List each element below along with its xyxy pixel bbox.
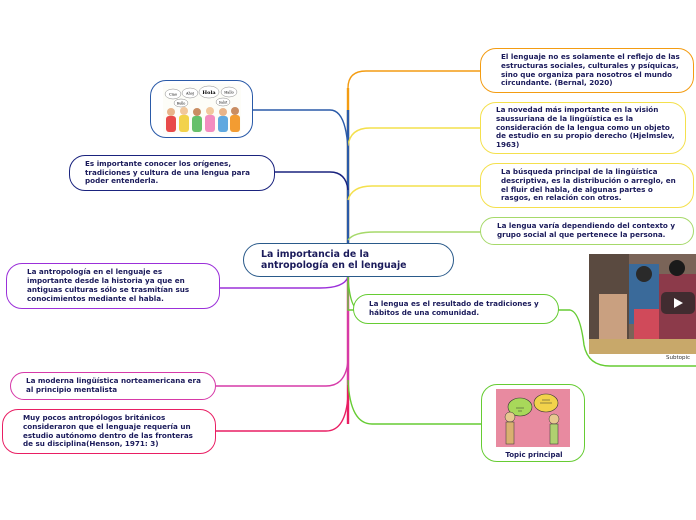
- right-topic-2[interactable]: La novedad más importante en la visión s…: [480, 102, 686, 154]
- play-icon: [674, 298, 683, 308]
- right-topic-5[interactable]: La lengua es el resultado de tradiciones…: [353, 294, 559, 324]
- right-topic-1-text: El lenguaje no es solamente el reflejo d…: [501, 51, 680, 88]
- topic-principal-node[interactable]: Topic principal: [481, 384, 585, 462]
- greeting-word-6: Salut: [219, 101, 228, 105]
- central-topic[interactable]: La importancia de la antropología en el …: [243, 243, 454, 277]
- greeting-word-4: Hallo: [224, 91, 234, 95]
- video-subtopic-caption: Subtopic: [666, 355, 691, 361]
- right-topic-4-text: La lengua varía dependiendo del contexto…: [497, 221, 676, 239]
- left-topic-4-text: Muy pocos antropólogos británicos consid…: [23, 412, 193, 449]
- left-topic-2[interactable]: La antropología en el lenguaje es import…: [6, 263, 220, 309]
- left-topic-3-text: La moderna lingüística norteamericana er…: [26, 376, 201, 394]
- left-topic-2-text: La antropología en el lenguaje es import…: [27, 267, 190, 303]
- left-topic-4[interactable]: Muy pocos antropólogos británicos consid…: [2, 409, 216, 454]
- greeting-word-2: Ahoj: [185, 92, 194, 96]
- right-topic-1[interactable]: El lenguaje no es solamente el reflejo d…: [480, 48, 694, 93]
- left-topic-1[interactable]: Es importante conocer los orígenes, trad…: [69, 155, 275, 191]
- greeting-word-1: Ciao: [169, 93, 177, 97]
- left-topic-1-text: Es importante conocer los orígenes, trad…: [85, 158, 250, 186]
- right-topic-5-text: La lengua es el resultado de tradiciones…: [369, 299, 539, 317]
- topic-principal-caption: Topic principal: [505, 451, 563, 459]
- right-topic-4[interactable]: La lengua varía dependiendo del contexto…: [480, 217, 694, 245]
- right-topic-3[interactable]: La búsqueda principal de la lingüística …: [480, 163, 694, 208]
- video-subtopic-node[interactable]: Subtopic: [589, 254, 696, 366]
- greeting-word-3: Hola: [202, 90, 216, 96]
- play-button[interactable]: [661, 292, 695, 314]
- left-topic-3[interactable]: La moderna lingüística norteamericana er…: [10, 372, 216, 400]
- talking-people-image: [496, 389, 570, 447]
- right-topic-3-text: La búsqueda principal de la lingüística …: [501, 166, 676, 203]
- central-topic-title: La importancia de la antropología en el …: [261, 248, 407, 272]
- right-topic-2-text: La novedad más importante en la visión s…: [496, 105, 675, 150]
- greetings-people-image: Ciao Ahoj Hola Hallo Hello Salut: [163, 84, 241, 134]
- greetings-image-node[interactable]: Ciao Ahoj Hola Hallo Hello Salut: [150, 80, 253, 138]
- greeting-word-5: Hello: [177, 102, 186, 106]
